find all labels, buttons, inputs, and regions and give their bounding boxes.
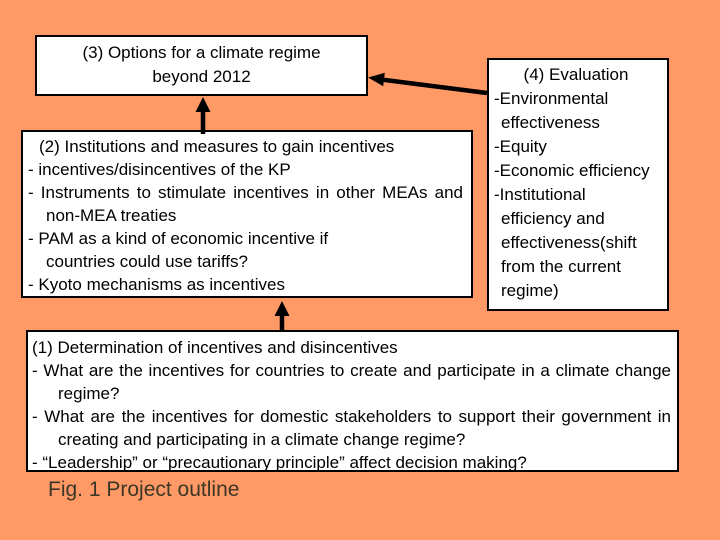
box-evaluation: (4) Evaluation -Environmental effectiven…	[487, 58, 669, 311]
figure-caption: Fig. 1 Project outline	[48, 478, 240, 501]
box-3-title-line2: beyond 2012	[152, 67, 251, 86]
box-4-item: -Economic efficiency	[494, 161, 650, 180]
box-2-item: - incentives/disincentives of the KP	[28, 160, 291, 179]
box-4-item: -Institutional efficiency and effectiven…	[494, 185, 642, 300]
box-3-title-line1: (3) Options for a climate regime	[82, 43, 321, 62]
box-2-item: - Kyoto mechanisms as incentives	[28, 275, 285, 294]
box-options-climate-regime: (3) Options for a climate regime beyond …	[35, 35, 368, 96]
box-1-item: - What are the incentives for domestic s…	[32, 407, 676, 449]
box-4-item: -Environmental effectiveness	[494, 89, 614, 132]
arrow-box2-to-box3-icon	[195, 97, 211, 134]
box-determination-incentives: (1) Determination of incentives and disi…	[26, 330, 679, 472]
box-2-item: - PAM as a kind of economic incentive if…	[28, 229, 329, 271]
arrow-box1-to-box2-icon	[274, 301, 290, 330]
box-4-item: -Equity	[494, 137, 547, 156]
arrow-box4-to-box3-icon	[368, 72, 488, 96]
box-2-heading: (2) Institutions and measures to gain in…	[39, 137, 395, 156]
box-1-item: - What are the incentives for countries …	[32, 361, 676, 403]
box-1-heading: (1) Determination of incentives and disi…	[32, 338, 398, 357]
box-1-item: - “Leadership” or “precautionary princip…	[32, 453, 527, 472]
box-2-item: - Instruments to stimulate incentives in…	[28, 183, 468, 225]
box-institutions-measures: (2) Institutions and measures to gain in…	[21, 130, 473, 298]
box-4-heading: (4) Evaluation	[523, 65, 629, 84]
